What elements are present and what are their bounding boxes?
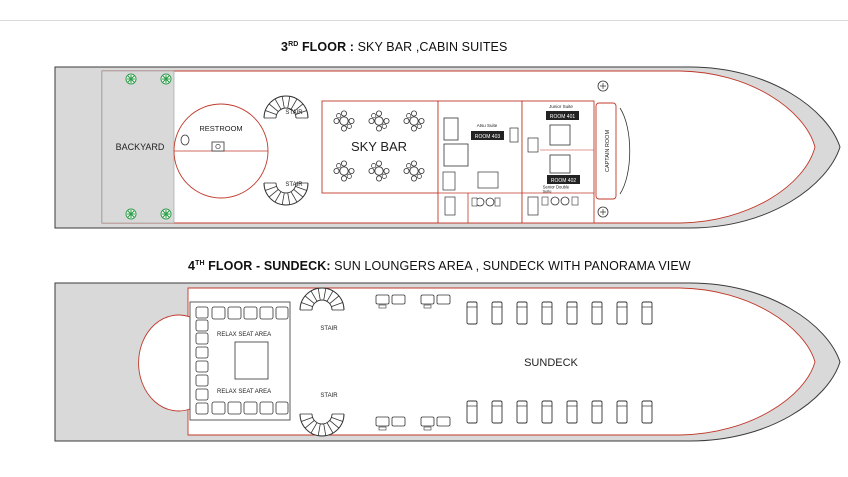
sky-bar-label: SKY BAR: [351, 139, 407, 154]
floor3-subtitle: SKY BAR ,CABIN SUITES: [354, 40, 508, 54]
top-bar: [0, 0, 848, 21]
backyard-area: [101, 70, 175, 224]
room-403-badge: [471, 131, 504, 140]
sundeck-label: SUNDECK: [524, 357, 578, 369]
floor4-deck: RELAX SEAT AREA RELAX SEAT AREA STAIR ST…: [54, 282, 841, 442]
lounger-icon: [541, 400, 553, 424]
cabin-name-label: Atsu Suite: [477, 123, 498, 128]
room-401-label: ROOM 401: [550, 114, 576, 120]
lounger-icon: [591, 400, 603, 424]
bathroom-icon: [527, 137, 539, 153]
floor3-ordinal: 3: [281, 40, 289, 54]
plant-icon: [160, 208, 172, 220]
backyard-label: BACKYARD: [116, 142, 165, 152]
floor3-deck: BACKYARD RESTROOM STAIR STAIR SKY BAR At…: [54, 66, 841, 229]
room-402-badge: [547, 175, 580, 184]
room-401-badge: [546, 111, 579, 120]
room-402-label: ROOM 402: [551, 178, 577, 184]
bathtub-icon: [442, 171, 456, 191]
floor3-title: 3RD FLOOR : SKY BAR ,CABIN SUITES: [281, 40, 507, 54]
relax-bottom-label: RELAX SEAT AREA: [217, 389, 271, 395]
bed-icon: [443, 117, 459, 141]
lounger-icon: [516, 400, 528, 424]
stair-bottom-label: STAIR: [285, 182, 303, 188]
lounger-icon: [566, 301, 578, 325]
floor4-ordinal: 4: [188, 259, 196, 273]
floor3-ordinal-suffix: RD: [288, 41, 299, 48]
bed-icon: [549, 154, 571, 174]
lounger-icon: [566, 400, 578, 424]
sofa-icon: [541, 196, 579, 206]
lounger-icon: [641, 400, 653, 424]
stair-top-label: STAIR: [285, 110, 303, 116]
floor4-deck-area: [187, 287, 816, 436]
bed-icon: [443, 143, 469, 167]
lounger-icon: [641, 301, 653, 325]
lounger-icon: [466, 400, 478, 424]
stair-top-label-4: STAIR: [320, 326, 338, 332]
plant-icon: [160, 73, 172, 85]
captain-room: [595, 102, 617, 200]
lounger-icon: [591, 301, 603, 325]
lounger-icon: [541, 301, 553, 325]
plant-icon: [125, 208, 137, 220]
coffee-table-icon: [471, 197, 501, 207]
junior-suite-label: Junior Suite: [549, 104, 573, 109]
lounger-icon: [491, 400, 503, 424]
stern-circle: [138, 314, 191, 412]
suite-word-label: Suite: [542, 189, 552, 194]
floor3-name: FLOOR :: [298, 40, 355, 54]
lounger-icon: [491, 301, 503, 325]
floor4-title: 4TH FLOOR - SUNDECK: SUN LOUNGERS AREA ,…: [188, 259, 691, 273]
lounger-icon: [466, 301, 478, 325]
lounger-icon: [616, 301, 628, 325]
floor4-name: FLOOR - SUNDECK:: [204, 259, 331, 273]
lounger-icon: [616, 400, 628, 424]
stair-bottom-label-4: STAIR: [320, 393, 338, 399]
room-403-label: ROOM 403: [475, 134, 501, 140]
lounger-icon: [516, 301, 528, 325]
helm-console: [619, 107, 631, 195]
cabinet-icon: [444, 196, 456, 216]
cabinet-icon: [527, 196, 539, 216]
senior-double-label: Senior Double: [543, 185, 570, 190]
sofa-icon: [195, 306, 289, 415]
floor4-subtitle: SUN LOUNGERS AREA , SUNDECK WITH PANORAM…: [330, 259, 691, 273]
bathroom-icon: [477, 171, 499, 189]
captain-room-label: CAPTAIN ROOM: [605, 130, 611, 172]
relax-table: [234, 341, 269, 380]
desk-icon: [509, 127, 519, 143]
plant-icon: [125, 73, 137, 85]
floor4-ordinal-suffix: TH: [195, 260, 205, 267]
restroom-label: RESTROOM: [199, 124, 242, 133]
bed-icon: [549, 124, 571, 146]
toilet-icon: [180, 134, 190, 146]
relax-top-label: RELAX SEAT AREA: [217, 332, 271, 338]
